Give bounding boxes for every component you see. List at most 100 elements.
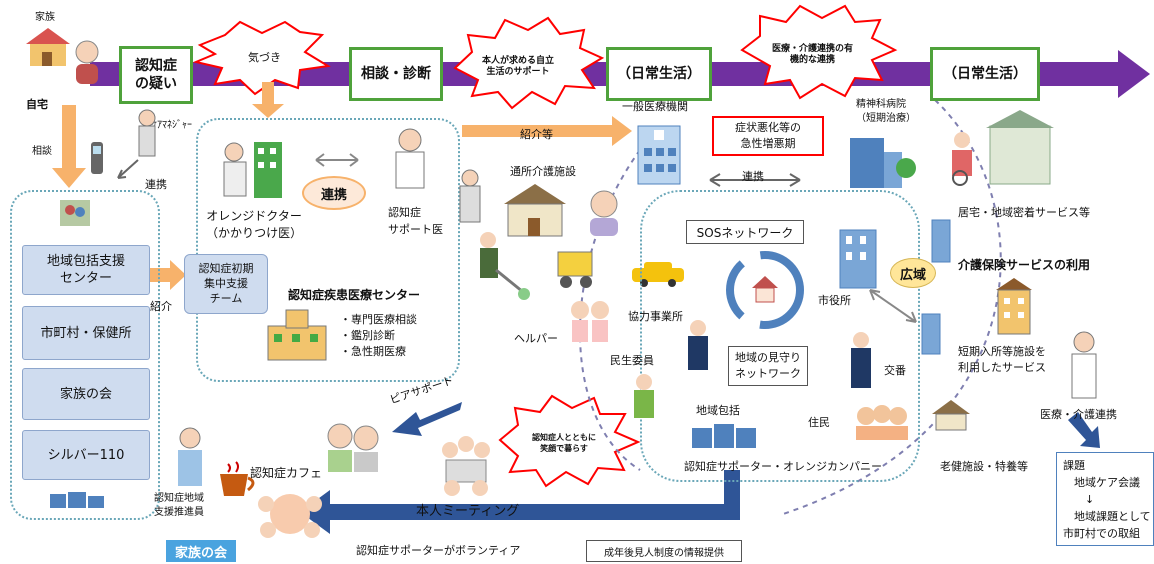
care-home-icon [940, 110, 1060, 186]
elderly-woman-icon [70, 38, 104, 86]
city-building-2-icon [918, 310, 944, 356]
helper-label: ヘルパー [514, 332, 558, 345]
support-doctor-icon [388, 126, 432, 190]
guardian-box: 成年後見人制度の情報提供 [586, 540, 742, 562]
consult-label: 相談 [32, 146, 52, 157]
supporter-company-label: 認知症サポーター・オレンジカンパニー [684, 460, 882, 473]
promoter-label: 認知症地域 支援推進員 [154, 493, 204, 518]
elderly-facility-icon [930, 398, 972, 432]
stage-daily-life-2: （日常生活） [930, 47, 1040, 101]
medical-center-label: 認知症疾患医療センター [288, 288, 421, 302]
burst-egao [498, 394, 641, 488]
gardener-icon [466, 230, 536, 302]
cafe-label: 認知症カフェ [250, 466, 323, 480]
renkei-ellipse: 連携 [302, 176, 366, 210]
renkei2-label: 連携 [742, 170, 764, 183]
burst-kizuki [192, 20, 331, 96]
sidebar-item-family: 家族の会 [22, 368, 150, 420]
psych-hospital-label: 精神科病院 （短期治療） [856, 99, 916, 124]
sos-box: SOSネットワーク [686, 220, 804, 244]
burst-egao-text: 認知症人とともに 笑顔で暮らす [532, 433, 596, 453]
cafe-group-icon [252, 484, 328, 544]
family-label: 家族 [35, 12, 55, 23]
sos-panel [640, 190, 920, 482]
service-item: ・急性期医療 [340, 345, 406, 358]
double-arrow-city [869, 289, 917, 323]
family-meeting-badge: 家族の会 [166, 540, 236, 562]
volunteer-label: 認知症サポーターがボランティア [356, 544, 521, 557]
double-arrow-renkei [709, 173, 801, 187]
hospital-icon [262, 306, 332, 362]
worker-icon [452, 168, 492, 226]
sidebar-panel [10, 190, 160, 520]
service-item: ・専門医療相談 [340, 313, 417, 326]
sidebar-item-city: 市町村・保健所 [22, 306, 150, 360]
elderly-couple-icon [578, 188, 630, 238]
cafe-cup-icon [214, 460, 260, 500]
arrow-kadai [1068, 412, 1100, 448]
orange-doctor-label: オレンジドクター （かかりつけ医） [206, 209, 303, 240]
police-officer-icon [846, 330, 876, 392]
service-item: ・鑑別診断 [340, 329, 395, 342]
sos-house-icon [750, 274, 780, 304]
stage-consult-diagnosis: 相談・診断 [349, 47, 443, 101]
honnin-meeting-icon [430, 430, 500, 498]
elderly-pair-icon [322, 420, 386, 474]
coop-business-label: 協力事業所 [628, 310, 683, 323]
minsei-label: 民生委員 [610, 354, 654, 367]
burst-support-text: 本人が求める自立 生活のサポート [482, 56, 555, 77]
care-manager-label: ｹｱﾏﾈｼﾞｬｰ [152, 120, 192, 131]
wheelchair-cart-icon [552, 246, 598, 290]
arrow-referral [462, 116, 632, 146]
center-panel [196, 118, 460, 382]
burst-support [453, 16, 605, 110]
day-care-icon [500, 180, 570, 238]
minsei-icon [626, 372, 662, 422]
short-stay-icon [992, 276, 1036, 336]
acute-box: 症状悪化等の 急性増悪期 [712, 116, 824, 156]
timeline-arrowhead [1118, 50, 1150, 98]
stage-daily-life-1: （日常生活） [606, 47, 712, 101]
support-doctor-label: 認知症 サポート医 [388, 206, 443, 236]
center-services: ・専門医療相談 ・鑑別診断 ・急性期医療 [340, 312, 417, 360]
cooperate-label: 連携 [145, 178, 167, 191]
jumin-label: 住民 [808, 416, 830, 429]
sidebar-item-houkatsu: 地域包括支援 センター [22, 245, 150, 295]
nurse-icon [1064, 330, 1104, 400]
general-hospital-icon [634, 116, 684, 186]
chiiki-hokatsu-label: 地域包括 [696, 404, 740, 417]
city-building-1-icon [928, 216, 954, 264]
arrow-intro [150, 260, 186, 290]
taxi-icon [628, 260, 688, 288]
city-hall-label: 市役所 [818, 294, 851, 307]
burst-renkei-text: 医療・介護連携の有 機的な連携 [772, 44, 854, 65]
general-hospital-label: 一般医療機関 [622, 100, 688, 113]
residents-icon [852, 402, 912, 442]
double-arrow-cm [117, 159, 139, 179]
kadai-box: 課題 地域ケア会議 ↓ 地域課題として 市町村での取組 [1056, 452, 1154, 546]
arrow-home-down [52, 105, 86, 188]
elderly-facility-label: 老健施設・特養等 [940, 460, 1028, 473]
intro-label: 紹介 [150, 300, 172, 313]
honnin-meeting-label: 本人ミーティング [416, 504, 520, 519]
arrow-peer [392, 402, 462, 436]
psych-hospital-icon [844, 128, 916, 190]
arrow-volunteer [300, 470, 740, 534]
stage-suspicion: 認知症 の疑い [119, 46, 193, 104]
sidebar-item-silver: シルバー110 [22, 430, 150, 480]
team-box: 認知症初期 集中支援 チーム [184, 254, 268, 314]
house-family-icon [22, 24, 74, 68]
elders-helper-icon [566, 298, 614, 344]
referral-label: 紹介等 [520, 128, 553, 141]
day-care-label: 通所介護施設 [510, 165, 576, 178]
promoter-icon [170, 426, 210, 488]
kaigo-title: 介護保険サービスの利用 [958, 258, 1091, 272]
koiki-ellipse: 広域 [890, 258, 936, 288]
short-stay-label: 短期入所等施設を 利用したサービス [958, 345, 1046, 374]
care-manager-icon [134, 108, 160, 160]
doctor-building-icon [216, 132, 286, 200]
town-icon [48, 488, 108, 510]
phone-icon [88, 140, 106, 176]
watch-network-box: 地域の見守り ネットワーク [728, 346, 808, 386]
double-arrow-doctors [315, 153, 359, 167]
